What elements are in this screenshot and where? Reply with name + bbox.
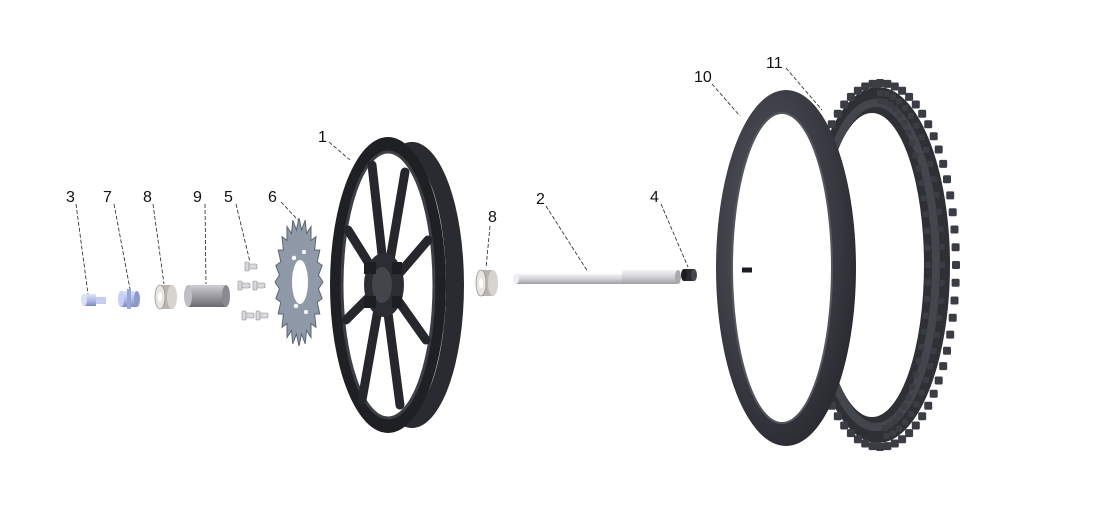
- wheel-rim: [330, 137, 464, 433]
- callout-7: 7: [103, 189, 112, 206]
- axle-bolt: [81, 294, 106, 306]
- wheel-bearing-right: [475, 269, 498, 297]
- rotor-bolts: [237, 261, 269, 321]
- rotor-bolt: [244, 261, 258, 272]
- callout-6: 6: [268, 189, 277, 206]
- rotor-bolt: [237, 280, 266, 291]
- wheel-spacer: [184, 285, 230, 307]
- callout-8-right: 8: [488, 209, 497, 226]
- inner-tube: [716, 90, 856, 446]
- callout-9: 9: [193, 189, 202, 206]
- rotor-bolt: [241, 310, 269, 321]
- axle-collar: [118, 289, 140, 309]
- callout-5: 5: [224, 189, 233, 206]
- callout-11: 11: [766, 55, 783, 72]
- brake-rotor: [274, 217, 324, 347]
- axle-nut: [681, 269, 697, 281]
- callout-8-left: 8: [143, 189, 152, 206]
- callout-10: 10: [694, 69, 712, 86]
- callout-3: 3: [66, 189, 75, 206]
- wheel-bearing-left: [154, 284, 177, 310]
- callout-4: 4: [650, 189, 659, 206]
- leader-lines: [75, 67, 823, 295]
- callout-2: 2: [536, 191, 545, 208]
- tire-tread-knobs: [800, 79, 960, 451]
- callout-labels: 1 2 3 4 5 6 7 8 8 9 10 11: [66, 55, 783, 226]
- callout-1: 1: [318, 129, 327, 146]
- axle: [513, 270, 681, 284]
